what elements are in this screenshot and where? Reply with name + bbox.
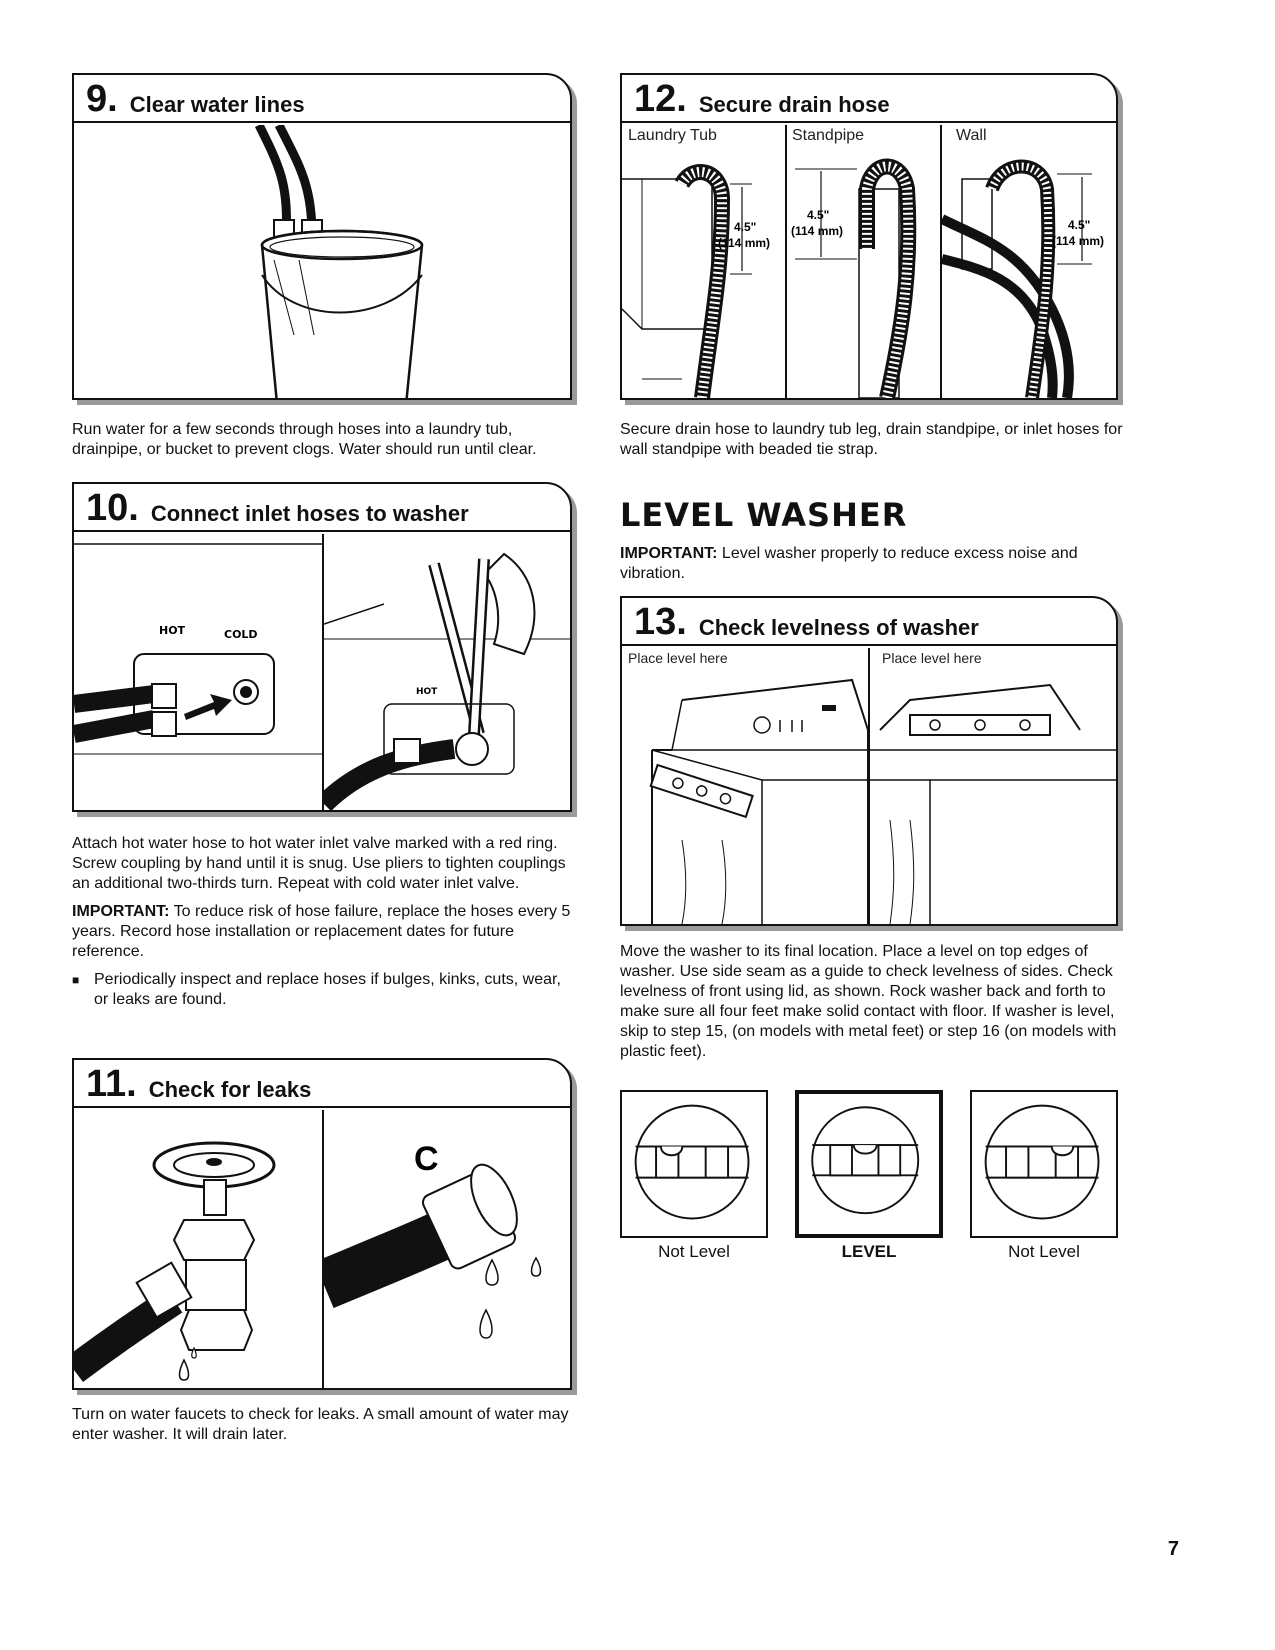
step-13-box: 13. Check levelness of washer Place leve… bbox=[620, 596, 1118, 926]
bullet-text: Periodically inspect and replace hoses i… bbox=[94, 971, 561, 1008]
step-9-header: 9. Clear water lines bbox=[74, 75, 570, 123]
step-10-text: Attach hot water hose to hot water inlet… bbox=[72, 834, 572, 1010]
step-11-header: 11. Check for leaks bbox=[74, 1060, 570, 1108]
step-9-number: 9. bbox=[86, 78, 118, 120]
level-washer-important-paragraph: IMPORTANT: Level washer properly to redu… bbox=[620, 544, 1120, 584]
pliers-illustration: HOT bbox=[324, 534, 570, 810]
step-11-number: 11. bbox=[86, 1063, 137, 1105]
important-label: IMPORTANT: bbox=[72, 903, 170, 920]
inlet-valve-illustration: HOT COLD bbox=[74, 534, 322, 810]
step-10-number: 10. bbox=[86, 487, 139, 529]
step-12-title: Secure drain hose bbox=[698, 92, 890, 117]
level-important-text: Level washer properly to reduce excess n… bbox=[620, 545, 1078, 582]
laundry-tub-illustration: 4.5" (114 mm) bbox=[622, 149, 785, 398]
coupling-leak-illustration: C bbox=[324, 1110, 570, 1388]
step-10-box: 10. Connect inlet hoses to washer HOT CO… bbox=[72, 482, 572, 812]
step-12-box: 12. Secure drain hose Laundry Tub Standp… bbox=[620, 73, 1118, 400]
bucket-illustration bbox=[74, 125, 570, 398]
level-indicator-center bbox=[795, 1090, 943, 1238]
bubble-level-left-icon bbox=[634, 1104, 750, 1220]
important-text: To reduce risk of hose failure, replace … bbox=[72, 903, 571, 960]
dim-mm-3: (114 mm) bbox=[1052, 234, 1104, 248]
dim-mm-2: (114 mm) bbox=[791, 224, 843, 238]
step-9-box: 9. Clear water lines bbox=[72, 73, 572, 400]
panel-label-wall: Wall bbox=[956, 127, 987, 144]
hot-label-small: HOT bbox=[416, 687, 438, 697]
dim-mm-1: (114 mm) bbox=[718, 236, 770, 250]
step-11-text: Turn on water faucets to check for leaks… bbox=[72, 1405, 572, 1453]
step-9-title: Clear water lines bbox=[129, 92, 305, 117]
level-caption-left: Not Level bbox=[658, 1242, 730, 1261]
standpipe-illustration: 4.5" (114 mm) bbox=[787, 149, 940, 398]
level-important-label: IMPORTANT: bbox=[620, 545, 718, 562]
step-12-text: Secure drain hose to laundry tub leg, dr… bbox=[620, 420, 1130, 468]
step-13-divider bbox=[868, 648, 870, 924]
cold-label: COLD bbox=[224, 628, 258, 641]
step-13-text: Move the washer to its final location. P… bbox=[620, 942, 1120, 1070]
step-12-header: 12. Secure drain hose bbox=[622, 75, 1116, 123]
bubble-level-center-icon bbox=[811, 1106, 920, 1215]
page-number: 7 bbox=[1167, 1538, 1179, 1560]
panel-label-place-level-1: Place level here bbox=[628, 650, 728, 666]
step-12-paragraph: Secure drain hose to laundry tub leg, dr… bbox=[620, 421, 1123, 458]
step-10-paragraph: Attach hot water hose to hot water inlet… bbox=[72, 835, 566, 892]
step-13-header: 13. Check levelness of washer bbox=[622, 598, 1116, 646]
step-13-paragraph: Move the washer to its final location. P… bbox=[620, 943, 1117, 1060]
panel-label-laundry-tub: Laundry Tub bbox=[628, 127, 717, 144]
step-11-title: Check for leaks bbox=[148, 1077, 312, 1102]
step-10-title: Connect inlet hoses to washer bbox=[150, 501, 469, 526]
level-indicator-right bbox=[970, 1090, 1118, 1238]
step-11-paragraph: Turn on water faucets to check for leaks… bbox=[72, 1406, 569, 1443]
step-10-header: 10. Connect inlet hoses to washer bbox=[74, 484, 570, 532]
step-12-divider-2 bbox=[940, 125, 942, 398]
washer-side-level-illustration bbox=[622, 670, 868, 924]
step-9-text: Run water for a few seconds through hose… bbox=[72, 420, 582, 468]
step-13-title: Check levelness of washer bbox=[698, 615, 979, 640]
level-caption-right: Not Level bbox=[1008, 1242, 1080, 1261]
c-label: C bbox=[414, 1140, 439, 1178]
dim-inches-3: 4.5" bbox=[1068, 218, 1090, 232]
level-caption-center: LEVEL bbox=[841, 1242, 897, 1261]
step-12-number: 12. bbox=[634, 78, 687, 120]
dim-inches-2: 4.5" bbox=[807, 208, 829, 222]
step-12-divider-1 bbox=[785, 125, 787, 398]
bubble-level-right-icon bbox=[984, 1104, 1100, 1220]
step-13-number: 13. bbox=[634, 601, 687, 643]
level-washer-important: IMPORTANT: Level washer properly to redu… bbox=[620, 544, 1120, 592]
washer-front-level-illustration bbox=[870, 670, 1116, 924]
panel-label-standpipe: Standpipe bbox=[792, 127, 865, 144]
level-indicator-left bbox=[620, 1090, 768, 1238]
step-10-important: IMPORTANT: To reduce risk of hose failur… bbox=[72, 902, 572, 962]
step-11-divider bbox=[322, 1110, 324, 1388]
dim-inches-1: 4.5" bbox=[734, 220, 756, 234]
panel-label-place-level-2: Place level here bbox=[882, 650, 982, 666]
step-10-bullet: ■ Periodically inspect and replace hoses… bbox=[72, 970, 572, 1010]
faucet-illustration bbox=[74, 1110, 322, 1388]
level-washer-heading: LEVEL WASHER bbox=[620, 496, 908, 534]
step-11-box: 11. Check for leaks C bbox=[72, 1058, 572, 1390]
wall-standpipe-illustration: 4.5" (114 mm) bbox=[942, 149, 1116, 398]
hot-label: HOT bbox=[159, 624, 186, 637]
step-10-divider bbox=[322, 534, 324, 810]
step-9-paragraph: Run water for a few seconds through hose… bbox=[72, 421, 537, 458]
bullet-square-icon: ■ bbox=[72, 973, 80, 987]
